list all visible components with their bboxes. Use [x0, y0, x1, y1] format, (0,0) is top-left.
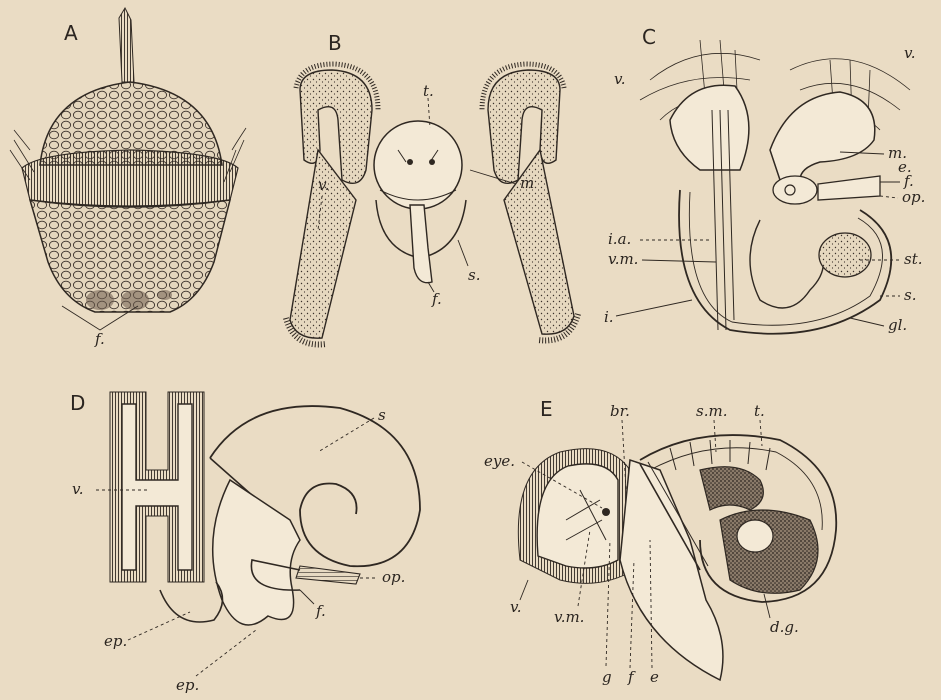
panel-e-label-dg: d.g.: [770, 618, 799, 636]
operculum: [296, 566, 360, 584]
veliger-foot: [410, 205, 432, 283]
panel-e-label-t: t.: [754, 402, 765, 420]
panel-e-letter: E: [540, 397, 553, 421]
panel-b-letter: B: [328, 31, 342, 55]
panel-d-label-ep1: ep.: [104, 632, 127, 650]
ciliated-band: [22, 150, 238, 206]
panel-e-label-sm: s.m.: [696, 402, 727, 420]
panel-b-veliger-larva: B t. v. m s. f.: [286, 31, 578, 344]
panel-c-label-v-right: v.: [904, 44, 915, 62]
panel-e-label-v: v.: [510, 598, 521, 616]
panel-e-label-vm: v.m.: [554, 608, 584, 626]
stomach: [819, 233, 871, 277]
panel-e-label-eye: eye.: [484, 452, 515, 470]
panel-d-label-op: op.: [382, 568, 405, 586]
panel-b-label-f: f.: [431, 290, 442, 308]
panel-a-label-f: f.: [94, 330, 105, 348]
veliger-head: [374, 121, 462, 209]
panel-c-label-op: op.: [902, 188, 925, 206]
panel-b-label-m: m: [520, 174, 534, 192]
panel-c-label-st: st.: [904, 250, 923, 268]
panel-e-label-g: g: [602, 668, 612, 686]
panel-d-label-ep2: ep.: [176, 676, 199, 694]
panel-e-young-snail: E br. s.m. t. eye. v. v.m. g: [484, 397, 836, 686]
panel-c-label-v-left: v.: [614, 70, 625, 88]
foot-lobe-left: [86, 290, 114, 310]
panel-b-label-v: v.: [318, 176, 329, 194]
eye-spot: [602, 508, 610, 516]
panel-b-label-s: s.: [468, 266, 480, 284]
panel-a-letter: A: [64, 21, 78, 45]
panel-c-label-ia: i.a.: [608, 230, 631, 248]
velum-lobe-left: [670, 85, 749, 170]
velum-lobes-right: [482, 64, 578, 340]
panel-d-larva-shell: D s v. op. f. ep. ep.: [70, 391, 420, 694]
panel-c-letter: C: [642, 25, 656, 49]
velum-ciliated: [518, 449, 634, 584]
velum-h-shape: [110, 392, 204, 582]
foot-lobe-right: [121, 290, 149, 310]
panel-c-label-s: s.: [904, 286, 916, 304]
panel-d-label-v: v.: [72, 480, 83, 498]
panel-e-label-f: f: [627, 668, 636, 686]
velum-lobe-right: [770, 92, 875, 180]
panel-a-trochophore-larva: A f.: [10, 8, 246, 348]
larva-body-lobes: [213, 480, 300, 625]
panel-d-letter: D: [70, 391, 85, 415]
gut-loop: [750, 220, 823, 308]
panel-e-label-br: br.: [610, 402, 630, 420]
panel-d-label-f: f.: [315, 602, 326, 620]
panel-c-label-gl: gl.: [888, 316, 907, 334]
panel-c-veliger-section: C v. v. m. e. f. op. i.a. v.m.: [604, 25, 925, 334]
digestive-gland: [720, 510, 818, 593]
panel-c-label-vm: v.m.: [608, 250, 638, 268]
velum-lobes-left: [286, 64, 378, 344]
panel-b-label-t: t.: [423, 82, 434, 100]
panel-c-label-i: i.: [604, 308, 614, 326]
panel-e-label-e: e: [650, 668, 659, 686]
panel-d-label-s: s: [378, 406, 386, 424]
apical-tuft: [119, 8, 134, 82]
